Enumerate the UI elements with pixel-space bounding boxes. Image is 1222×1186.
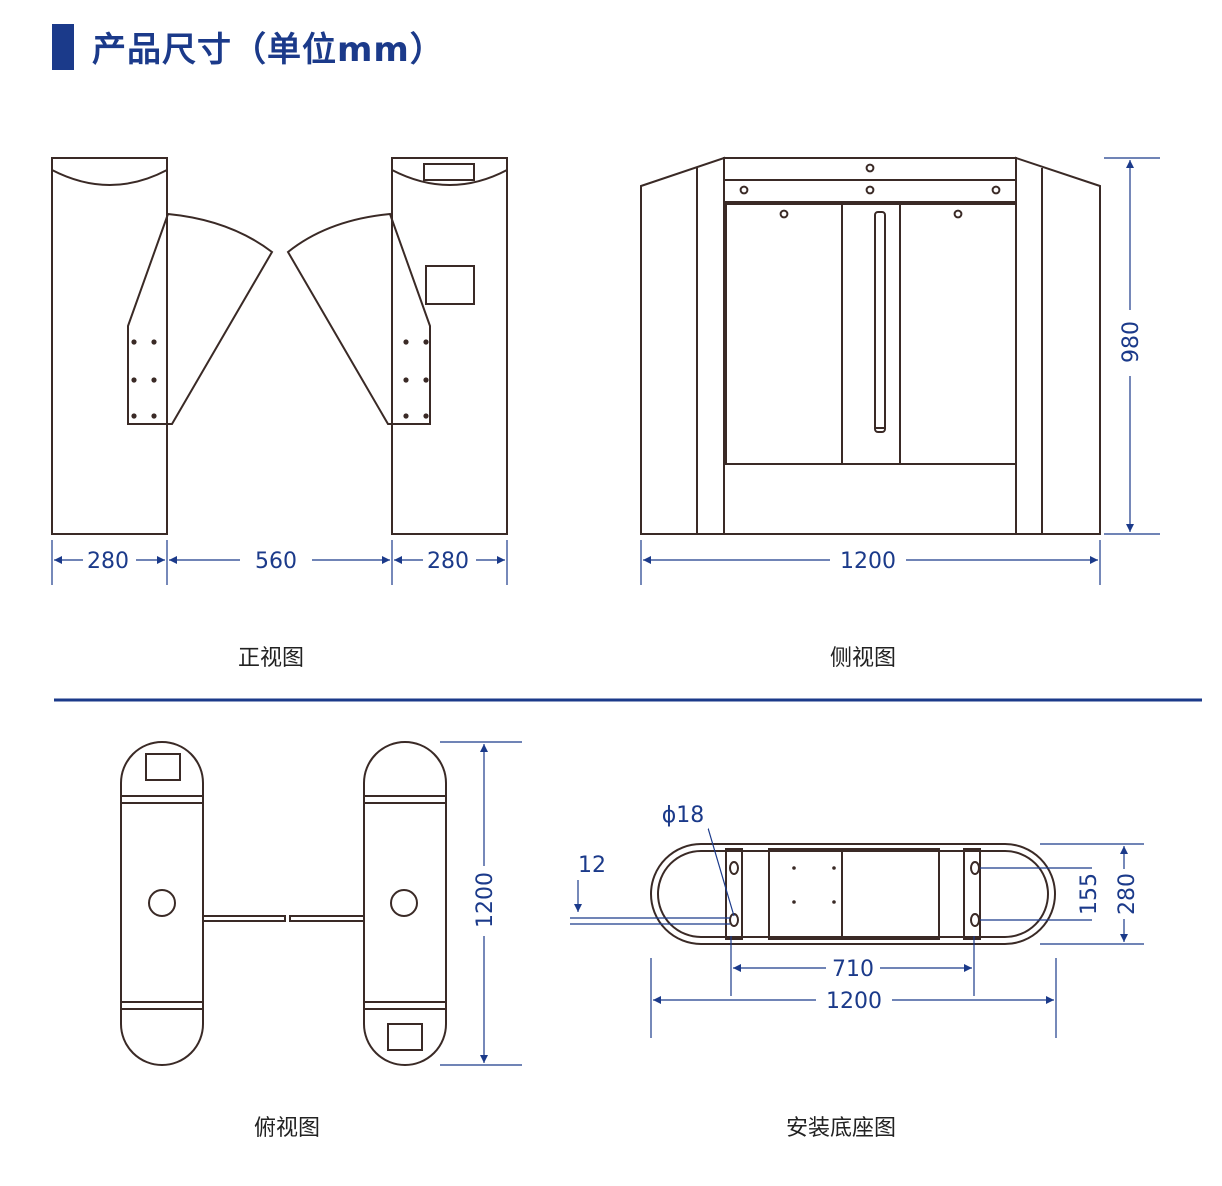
front-dim-right: 280	[427, 549, 469, 574]
base-dim-hole-distance: 710	[832, 957, 874, 982]
side-left-panel	[640, 156, 725, 535]
base-dimensions	[570, 827, 1144, 1038]
side-door-left	[725, 203, 843, 465]
top-view	[120, 741, 447, 1066]
front-right-cabinet	[391, 157, 508, 535]
base-dim-hole-span: 155	[1077, 873, 1102, 915]
side-base	[723, 463, 1017, 535]
front-view	[51, 157, 508, 535]
base-outer	[650, 843, 1056, 945]
base-dim-length: 1200	[826, 989, 882, 1014]
base-inner	[657, 850, 1049, 938]
base-dim-offset: 12	[578, 853, 606, 878]
front-left-top-arc	[51, 169, 168, 186]
side-view-caption: 侧视图	[830, 646, 897, 671]
base-plate-dots	[792, 866, 836, 904]
page-title: 产品尺寸（单位mm）	[92, 30, 445, 70]
side-handle	[874, 211, 886, 433]
front-left-wing	[127, 212, 274, 425]
side-crossbar	[723, 179, 1017, 203]
top-dimensions	[440, 741, 522, 1066]
front-display	[423, 163, 475, 181]
side-dimensions	[640, 157, 1160, 585]
side-dim-width: 1200	[840, 549, 896, 574]
front-dim-left: 280	[87, 549, 129, 574]
side-dim-height: 980	[1119, 321, 1144, 363]
side-right-panel	[1015, 156, 1101, 535]
top-dim-length: 1200	[473, 872, 498, 928]
front-card-reader	[425, 265, 475, 305]
front-dimensions	[51, 540, 508, 585]
top-left-cabinet	[120, 741, 204, 1066]
front-right-wing	[286, 212, 431, 425]
front-dim-middle: 560	[255, 549, 297, 574]
front-right-top-arc	[391, 169, 508, 186]
top-view-caption: 俯视图	[254, 1116, 321, 1141]
base-view	[650, 843, 1056, 945]
front-left-cabinet	[51, 157, 168, 535]
base-center-plate	[768, 848, 940, 940]
side-view	[640, 156, 1101, 535]
base-view-caption: 安装底座图	[786, 1116, 897, 1141]
front-view-caption: 正视图	[238, 646, 305, 671]
title-marker	[52, 24, 74, 70]
top-right-wing	[289, 915, 365, 922]
side-door-center	[841, 203, 901, 465]
top-left-wing	[202, 915, 286, 922]
side-top-rail	[723, 157, 1017, 181]
base-dim-width: 280	[1115, 873, 1140, 915]
side-door-right	[899, 203, 1017, 465]
base-dim-hole: ϕ18	[662, 803, 705, 828]
front-wing-bolts	[131, 339, 429, 419]
top-right-cabinet	[363, 741, 447, 1066]
